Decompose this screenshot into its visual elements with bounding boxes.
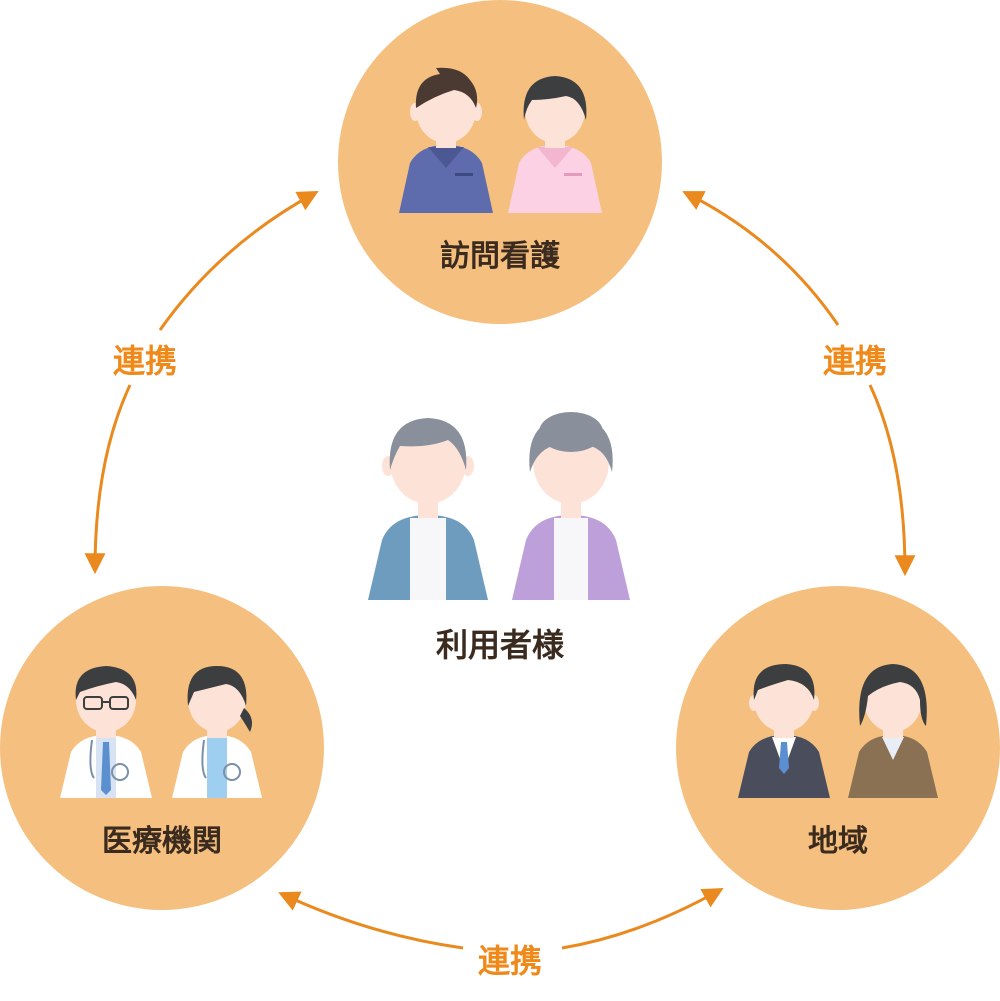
medical-circle [0,586,324,910]
nurse-male-icon [399,67,493,213]
medical-label: 医療機関 [102,824,222,859]
businesswoman-icon [848,664,938,798]
community-label: 地域 [808,824,868,859]
businessman-icon [738,664,830,798]
nursing-label: 訪問看護 [440,239,561,274]
arrow-icon [158,190,319,331]
link-label-right: 連携 [823,342,887,380]
arrow-icon [868,384,916,577]
doctor-male-icon [60,666,152,798]
arrow-icon [682,191,840,326]
arrow-icon [561,887,724,950]
nurse-female-icon [508,76,602,213]
arrow-icon [84,384,132,575]
link-label-bottom: 連携 [478,942,542,980]
users-label: 利用者様 [436,626,565,664]
doctor-female-icon [172,666,262,798]
link-label-left: 連携 [113,342,177,380]
elder-female-icon [512,412,630,600]
arrow-icon [278,891,464,950]
nursing-circle [338,0,662,324]
community-circle [676,586,1000,910]
elder-male-icon [368,418,488,600]
